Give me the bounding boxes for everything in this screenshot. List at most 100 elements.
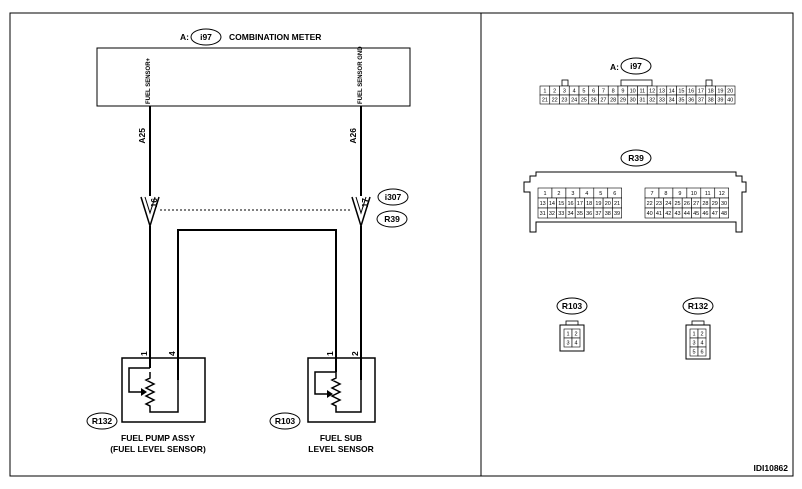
pin-number: 3	[571, 191, 574, 197]
pin-number: 22	[552, 97, 558, 103]
pin-number: 32	[649, 97, 655, 103]
pin-number: 4	[585, 191, 588, 197]
pin-number: 40	[647, 211, 653, 217]
pin-number: 5	[582, 88, 585, 94]
pin-number: 6	[700, 349, 703, 355]
sub-connector-oval	[269, 412, 301, 430]
pin-number: 29	[712, 201, 718, 207]
pin-number: 3	[692, 340, 695, 346]
pin-number: 3	[566, 340, 569, 346]
sub-pin-a: 1	[325, 351, 335, 356]
pin-number: 17	[698, 88, 704, 94]
pin-number: 32	[549, 211, 555, 217]
header-connector-id: i97	[200, 32, 212, 42]
pump-wiper-wire	[128, 367, 150, 393]
i97-face-label: i97	[630, 61, 642, 71]
junction-arrow-right-inner	[355, 196, 367, 215]
pin-number: 38	[605, 211, 611, 217]
pin-number: 31	[540, 211, 546, 217]
i97-prefix: A:	[610, 62, 619, 72]
pin-number: 39	[614, 211, 620, 217]
r132-face-oval	[682, 297, 714, 315]
pin-number: 25	[674, 201, 680, 207]
pin-number: 18	[586, 201, 592, 207]
sub-name-line2: LEVEL SENSOR	[308, 444, 374, 454]
pin-number: 15	[558, 201, 564, 207]
pin-number: 8	[664, 191, 667, 197]
pin-number: 24	[571, 97, 577, 103]
pin-number: 38	[708, 97, 714, 103]
pump-pin-b: 4	[167, 351, 177, 356]
pin-number: 13	[540, 201, 546, 207]
pin-number: 26	[591, 97, 597, 103]
junction-pin-right: 17	[360, 198, 370, 208]
pin-number: 47	[712, 211, 718, 217]
pin-number: 4	[573, 88, 576, 94]
pump-name-line2: (FUEL LEVEL SENSOR)	[110, 444, 206, 454]
i97-latch-right	[705, 79, 713, 87]
pin-number: 1	[543, 191, 546, 197]
pin-number: 35	[577, 211, 583, 217]
pin-number: 30	[630, 97, 636, 103]
pin-number: 11	[705, 191, 711, 197]
diagram-code: IDI10862	[754, 463, 789, 473]
pin-number: 27	[693, 201, 699, 207]
i97-latch-center	[620, 79, 653, 87]
meter-pin-left-label: FUEL SENSOR+	[146, 57, 152, 104]
outer-frame	[9, 12, 794, 477]
pin-number: 28	[702, 201, 708, 207]
r132-latch	[691, 320, 705, 326]
pin-number: 45	[693, 211, 699, 217]
r103-face-label: R103	[562, 301, 583, 311]
pin-number: 10	[630, 88, 636, 94]
pump-connector-oval	[86, 412, 118, 430]
pin-number: 10	[691, 191, 697, 197]
pin-number: 41	[656, 211, 662, 217]
combination-meter-box	[96, 47, 411, 107]
pin-number: 37	[595, 211, 601, 217]
r132-face-label: R132	[688, 301, 709, 311]
pin-number: 36	[688, 97, 694, 103]
pin-number: 37	[698, 97, 704, 103]
pump-wiper-arrow	[141, 388, 147, 396]
pin-number: 21	[614, 201, 620, 207]
junction-pin-left: 16	[149, 198, 159, 208]
pin-number: 16	[567, 201, 573, 207]
pin-number: 9	[621, 88, 624, 94]
pin-number: 36	[586, 211, 592, 217]
sub-pin-b: 2	[350, 351, 360, 356]
pump-pin-a: 1	[139, 351, 149, 356]
pin-number: 24	[665, 201, 671, 207]
pin-number: 29	[620, 97, 626, 103]
r103-latch	[565, 320, 579, 326]
sub-resistor-icon	[330, 372, 362, 413]
header-connector-oval	[190, 28, 222, 46]
pin-number: 43	[674, 211, 680, 217]
pump-connector-id: R132	[92, 416, 113, 426]
sub-connector-id: R103	[275, 416, 296, 426]
pin-number: 15	[678, 88, 684, 94]
pin-number: 16	[688, 88, 694, 94]
i97-face-oval	[620, 57, 652, 75]
pin-number: 2	[574, 331, 577, 337]
pin-number: 48	[721, 211, 727, 217]
pin-number: 19	[595, 201, 601, 207]
pin-number: 6	[592, 88, 595, 94]
pin-cell	[719, 207, 730, 219]
pin-number: 34	[567, 211, 573, 217]
pin-number: 12	[649, 88, 655, 94]
sub-wiper-wire	[314, 371, 336, 395]
pin-cell	[571, 337, 581, 348]
pin-number: 42	[665, 211, 671, 217]
pin-number: 14	[669, 88, 675, 94]
pin-number: 7	[602, 88, 605, 94]
junction-connector-oval-bottom	[376, 210, 408, 228]
r39-housing	[523, 171, 747, 233]
pin-number: 4	[574, 340, 577, 346]
pin-number: 26	[684, 201, 690, 207]
pin-number: 22	[647, 201, 653, 207]
pin-cell	[612, 207, 623, 219]
